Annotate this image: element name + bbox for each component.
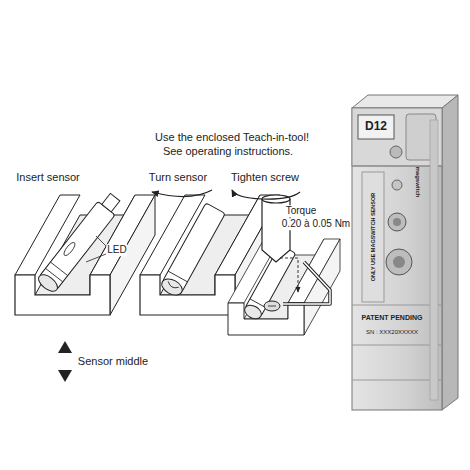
hex-key (283, 262, 330, 304)
channel-block (15, 190, 155, 315)
turn-arrow (152, 190, 212, 197)
torque-value: 0.20 à 0.05 Nm (281, 218, 351, 230)
callout-label: LED (106, 244, 127, 256)
model-label: D12 (365, 120, 387, 134)
step-label: Insert sensor (16, 171, 80, 184)
device-marking: PATENT PENDING (362, 314, 423, 322)
device-marking: ONLY USE MAGSWITCH SENSOR (370, 193, 376, 281)
step-label: Tighten screw (231, 171, 299, 184)
instruction-note: See operating instructions. (163, 145, 293, 158)
instruction-note: Use the enclosed Teach-in-tool! (155, 131, 309, 144)
step-label: Turn sensor (149, 171, 207, 184)
gripper-device (352, 95, 458, 410)
logo-text: magswitch (415, 166, 422, 197)
down-triangle (58, 370, 72, 382)
turn-arrow (232, 190, 300, 199)
serial-number: SN : XXX20XXXXX (366, 329, 418, 336)
up-triangle (58, 341, 72, 353)
torque-label: Torque (285, 205, 318, 217)
callout-label: Sensor middle (78, 355, 148, 368)
